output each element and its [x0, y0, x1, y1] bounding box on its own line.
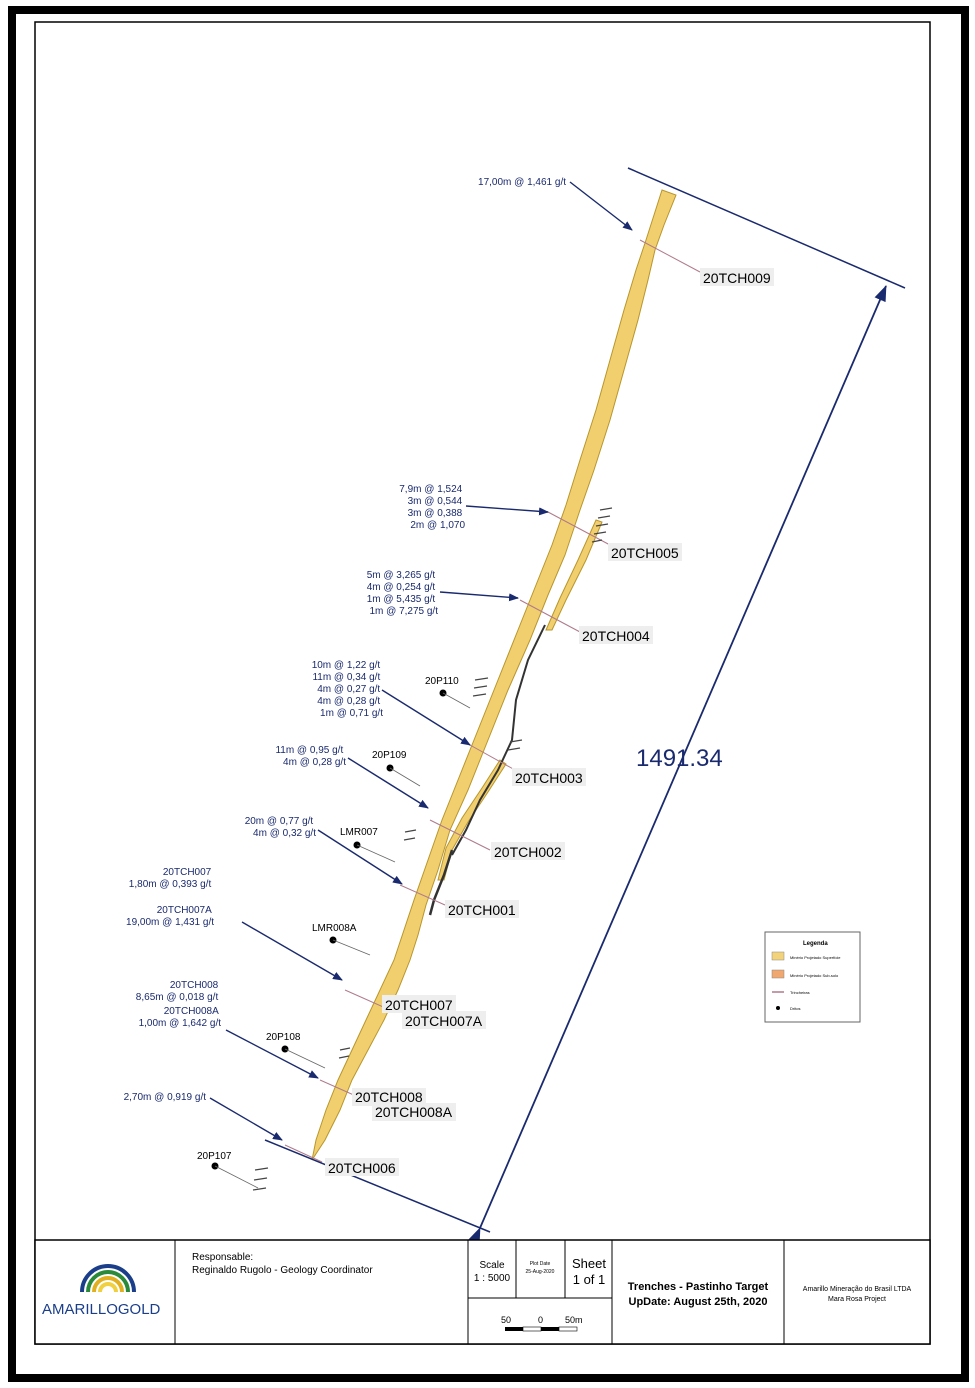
scale-value: 1 : 5000: [474, 1273, 511, 1284]
company-line-2: Mara Rosa Project: [828, 1296, 886, 1303]
trench-20tch001: 20TCH001: [448, 902, 516, 918]
trench-20tch004: 20TCH004: [582, 628, 650, 644]
legend: Legenda Minério Projetado Superfície Min…: [764, 931, 861, 1023]
assay-20tch003: 10m @ 1,22 g/t 11m @ 0,34 g/t 4m @ 0,27 …: [312, 660, 384, 719]
sheet-value: 1 of 1: [573, 1272, 606, 1287]
scale-bar-right: 50m: [565, 1315, 583, 1325]
scale-bar-mid: 0: [538, 1315, 543, 1325]
trench-20tch007: 20TCH007: [385, 997, 453, 1013]
legend-swatch-drill: [776, 1006, 780, 1010]
assay-20tch004: 5m @ 3,265 g/t 4m @ 0,254 g/t 1m @ 5,435…: [367, 570, 439, 617]
responsible-name: Reginaldo Rugolo - Geology Coordinator: [192, 1265, 373, 1276]
assay-20tch006: 2,70m @ 0,919 g/t: [124, 1092, 207, 1103]
legend-item-drill: Dritos: [790, 1006, 800, 1011]
sheet-label: Sheet: [572, 1256, 606, 1271]
trench-20tch008: 20TCH008: [355, 1089, 423, 1105]
assay-labels: 17,00m @ 1,461 g/t 7,9m @ 1,524 3m @ 0,5…: [124, 177, 567, 1103]
trench-labels: 20TCH009 20TCH005 20TCH004 20TCH003 20TC…: [325, 268, 774, 1176]
legend-swatch-surface: [771, 951, 785, 961]
legend-swatch-subsoil: [771, 969, 785, 979]
point-20p109: 20P109: [372, 750, 407, 761]
drill-trace-2: [428, 849, 454, 916]
point-20p110: 20P110: [425, 676, 459, 687]
point-lmr008a: LMR008A: [312, 923, 357, 934]
logo-text: AMARILLOGOLD: [42, 1301, 161, 1318]
title-block: AMARILLOGOLD Responsable: Reginaldo Rugo…: [34, 1239, 931, 1345]
assay-20tch009: 17,00m @ 1,461 g/t: [478, 177, 566, 188]
trench-20tch009: 20TCH009: [703, 270, 771, 286]
title-line-1: Trenches - Pastinho Target: [628, 1281, 769, 1293]
legend-item-trench: Trincheiras: [790, 990, 810, 995]
trench-20tch006: 20TCH006: [328, 1160, 396, 1176]
assay-20tch008: 20TCH008 8,65m @ 0,018 g/t 20TCH008A 1,0…: [136, 980, 221, 1029]
company-logo: AMARILLOGOLD: [42, 1264, 161, 1318]
trench-20tch005: 20TCH005: [611, 545, 679, 561]
assay-20tch001: 20m @ 0,77 g/t 4m @ 0,32 g/t: [245, 816, 317, 839]
company-line-1: Amarillo Mineração do Brasil LTDA: [803, 1286, 912, 1293]
scale-bar: 50 0 50m: [501, 1315, 583, 1332]
scale-bar-left: 50: [501, 1315, 511, 1325]
boundary-south: [264, 1139, 491, 1233]
outer-frame: [8, 6, 969, 1382]
trench-20tch008a: 20TCH008A: [375, 1104, 453, 1120]
distance-label: 1491.34: [636, 745, 723, 772]
scale-label: Scale: [479, 1260, 504, 1271]
inner-frame: [34, 21, 931, 1345]
plot-date-label: Plot Date: [530, 1261, 551, 1267]
responsible-label: Responsable:: [192, 1252, 253, 1263]
legend-title: Legenda: [803, 941, 828, 947]
drill-points: 20P110 20P109 LMR007 LMR008A 20P108 20P1…: [197, 676, 471, 1189]
assay-20tch002: 11m @ 0,95 g/t 4m @ 0,28 g/t: [275, 745, 346, 768]
trench-20tch002: 20TCH002: [494, 844, 562, 860]
legend-item-subsoil: Minério Projetado Sub-solo: [790, 973, 839, 978]
title-line-2: UpDate: August 25th, 2020: [629, 1296, 768, 1308]
assay-20tch005: 7,9m @ 1,524 3m @ 0,544 3m @ 0,388 2m @ …: [399, 484, 465, 531]
point-20p107: 20P107: [197, 1151, 232, 1162]
boundary-north: [627, 167, 906, 289]
plot-date-value: 25-Aug-2020: [526, 1269, 555, 1275]
assay-arrows: [209, 181, 633, 1141]
point-lmr007: LMR007: [340, 827, 378, 838]
assay-20tch007: 20TCH007 1,80m @ 0,393 g/t 20TCH007A 19,…: [126, 867, 214, 928]
legend-item-surface: Minério Projetado Superfície: [790, 955, 841, 960]
point-20p108: 20P108: [266, 1032, 301, 1043]
trench-20tch003: 20TCH003: [515, 770, 583, 786]
distance-arrow: [468, 285, 887, 1245]
trench-20tch007a: 20TCH007A: [405, 1013, 483, 1029]
